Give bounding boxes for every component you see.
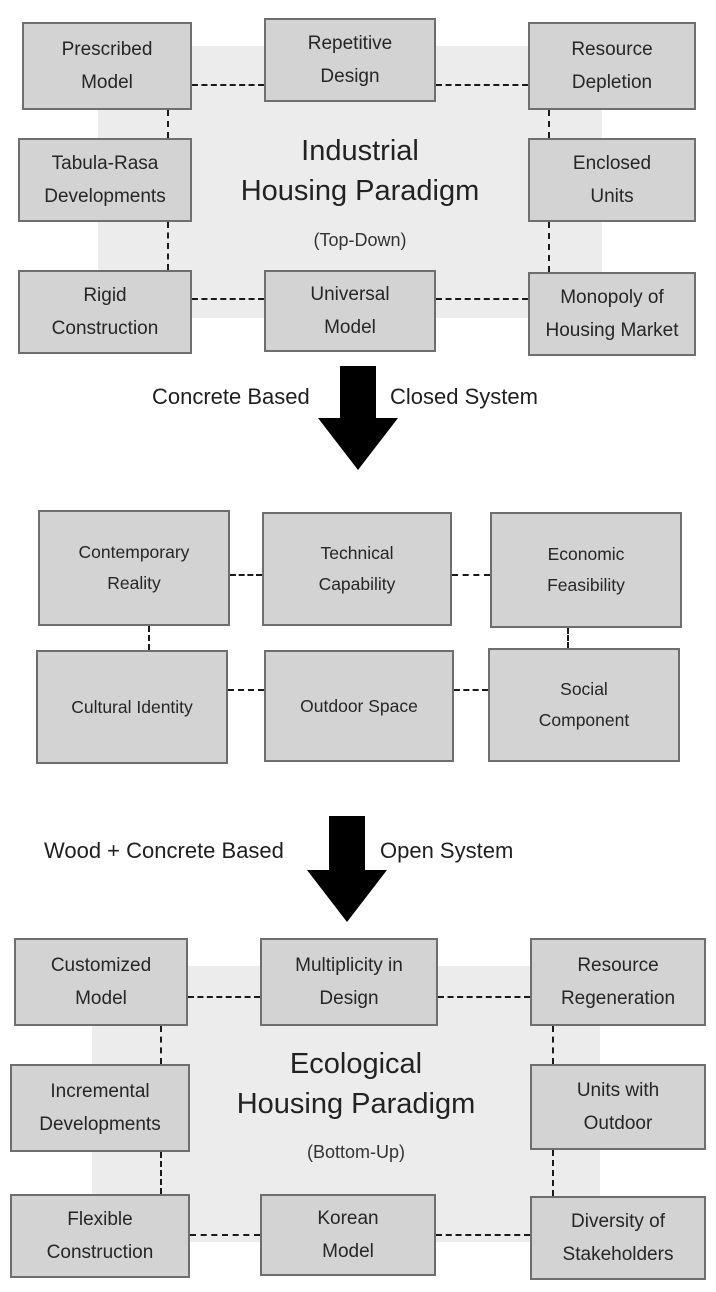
connector xyxy=(167,110,169,138)
box-social-component: Social Component xyxy=(488,648,680,762)
ecological-subtitle: (Bottom-Up) xyxy=(306,1142,405,1162)
connector xyxy=(548,110,550,138)
industrial-title: Industrial Housing Paradigm xyxy=(240,135,480,207)
connector xyxy=(438,996,530,998)
box-outdoor-space: Outdoor Space xyxy=(264,650,454,762)
box-multiplicity: Multiplicity in Design xyxy=(260,938,438,1026)
connector xyxy=(160,1026,162,1064)
industrial-subtitle: (Top-Down) xyxy=(313,230,407,250)
connector xyxy=(548,222,550,272)
connector xyxy=(567,628,569,648)
transition-2-right-label: Open System xyxy=(380,838,514,863)
connector xyxy=(436,1234,530,1236)
box-diversity: Diversity of Stakeholders xyxy=(530,1196,706,1280)
connector xyxy=(552,1026,554,1064)
connector xyxy=(228,689,264,691)
connector xyxy=(436,84,528,86)
connector xyxy=(230,574,262,576)
connector xyxy=(552,1150,554,1196)
box-universal-model: Universal Model xyxy=(264,270,436,352)
box-contemporary-reality: Contemporary Reality xyxy=(38,510,230,626)
connector xyxy=(167,222,169,270)
down-arrow-icon xyxy=(307,816,387,922)
ecological-title: Ecological Housing Paradigm xyxy=(236,1048,476,1120)
transition-1-left-label: Concrete Based xyxy=(152,384,310,409)
box-korean-model: Korean Model xyxy=(260,1194,436,1276)
box-units-outdoor: Units with Outdoor xyxy=(530,1064,706,1150)
connector xyxy=(452,574,490,576)
box-resource-regeneration: Resource Regeneration xyxy=(530,938,706,1026)
connector xyxy=(188,996,260,998)
box-tabula-rasa: Tabula-Rasa Developments xyxy=(18,138,192,222)
box-enclosed-units: Enclosed Units xyxy=(528,138,696,222)
connector xyxy=(160,1152,162,1194)
box-prescribed-model: Prescribed Model xyxy=(22,22,192,110)
box-incremental: Incremental Developments xyxy=(10,1064,190,1152)
box-technical-capability: Technical Capability xyxy=(262,512,452,626)
box-repetitive-design: Repetitive Design xyxy=(264,18,436,102)
connector xyxy=(454,689,488,691)
box-economic-feasibility: Economic Feasibility xyxy=(490,512,682,628)
transition-2-left-label: Wood + Concrete Based xyxy=(44,838,284,863)
down-arrow-icon xyxy=(318,366,398,470)
box-resource-depletion: Resource Depletion xyxy=(528,22,696,110)
box-customized-model: Customized Model xyxy=(14,938,188,1026)
box-cultural-identity: Cultural Identity xyxy=(36,650,228,764)
connector xyxy=(436,298,528,300)
box-monopoly: Monopoly of Housing Market xyxy=(528,272,696,356)
box-flexible-construction: Flexible Construction xyxy=(10,1194,190,1278)
box-rigid-construction: Rigid Construction xyxy=(18,270,192,354)
connector xyxy=(192,84,264,86)
connector xyxy=(190,1234,260,1236)
transition-1-right-label: Closed System xyxy=(390,384,538,409)
connector xyxy=(192,298,264,300)
connector xyxy=(148,626,150,650)
